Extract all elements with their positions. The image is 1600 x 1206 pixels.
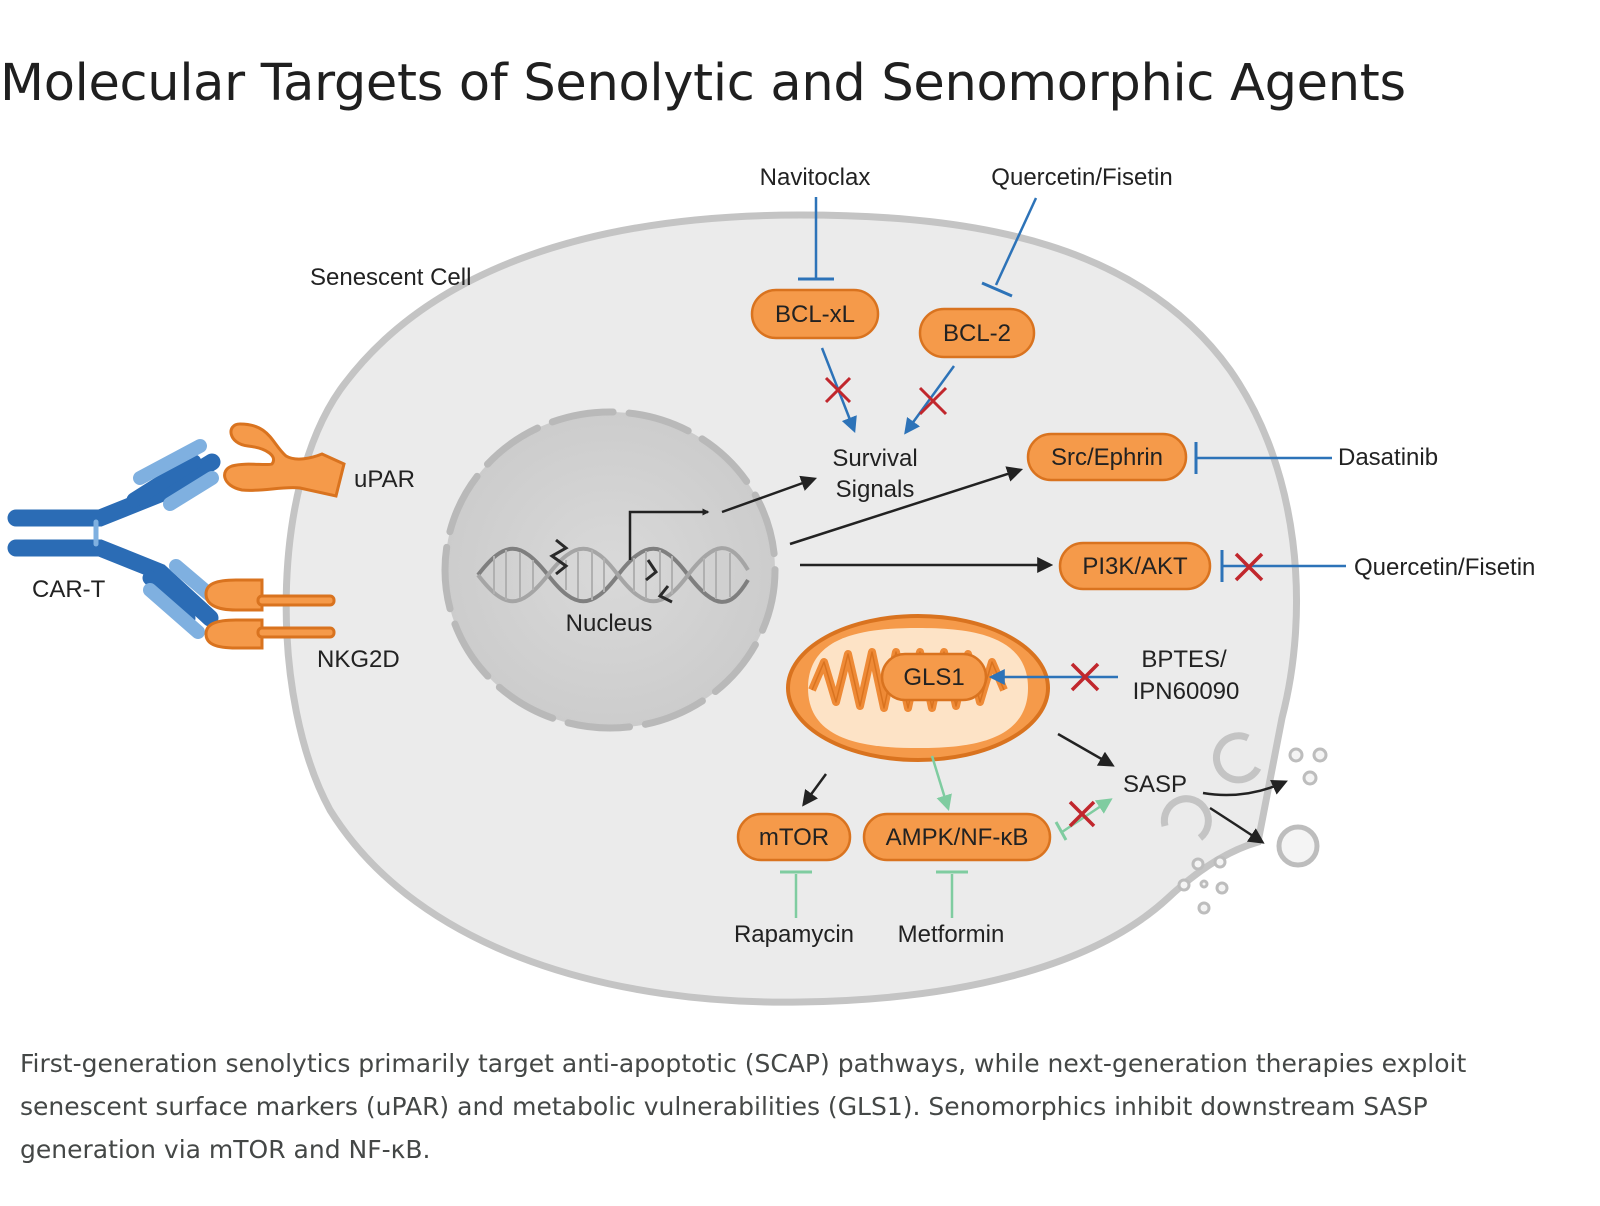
upar-receptor [223,422,346,498]
drug-bptes-line2: IPN60090 [1133,678,1240,705]
exocytosis-pit-upper [1213,732,1262,784]
nkg2d-label: NKG2D [317,646,400,673]
drug-bptes-line1: BPTES/ [1141,646,1227,673]
node-bclxl-label: BCL-xL [775,301,855,328]
node-bcl2-label: BCL-2 [943,320,1011,347]
node-pi3k-akt: PI3K/AKT [1058,541,1212,591]
figure-caption: First-generation senolytics primarily ta… [20,1049,1467,1164]
nkg2d-receptor [204,578,336,650]
node-bclxl: BCL-xL [750,288,880,340]
survival-signals-line1: Survival [832,445,917,472]
block-cross-sasp [1068,800,1096,828]
block-cross-pi3k [1234,552,1264,582]
drug-quercetin-fisetin-right: Quercetin/Fisetin [1354,554,1535,581]
cell-label: Senescent Cell [310,264,471,291]
nucleus [441,408,779,732]
nucleus-label: Nucleus [566,610,653,637]
node-mtor-label: mTOR [759,824,829,851]
node-ampk-nfkb: AMPK/NF-κB [862,812,1052,862]
node-mtor: mTOR [736,812,852,862]
node-pi3k-akt-label: PI3K/AKT [1082,553,1188,580]
car-t-antibody [7,439,223,639]
sasp-vesicles [1177,747,1328,915]
block-cross-gls1 [1070,662,1100,692]
node-gls1: GLS1 [880,652,988,702]
node-bcl2: BCL-2 [918,307,1036,359]
exocytosis-pit-lower [1160,795,1212,841]
drug-rapamycin: Rapamycin [734,921,854,948]
block-cross-bcl2 [918,386,948,416]
node-ampk-nfkb-label: AMPK/NF-κB [886,824,1029,851]
drug-metformin: Metformin [898,921,1005,948]
survival-signals-line2: Signals [836,476,915,503]
pathway-arrows [721,466,1288,844]
block-cross-bclxl [824,376,852,404]
upar-label: uPAR [354,466,415,493]
pathway-diagram: Senescent Cell Nucleus [7,164,1535,1006]
car-t-label: CAR-T [32,576,106,603]
sasp-label: SASP [1123,771,1187,798]
drug-dasatinib: Dasatinib [1338,444,1438,471]
page-title: Molecular Targets of Senolytic and Senom… [0,54,1406,113]
dna-helix [476,508,750,604]
node-src-ephrin-label: Src/Ephrin [1051,444,1163,471]
node-src-ephrin: Src/Ephrin [1026,432,1188,482]
drug-navitoclax: Navitoclax [760,164,871,191]
node-gls1-label: GLS1 [903,664,964,691]
drug-quercetin-fisetin-top: Quercetin/Fisetin [991,164,1172,191]
